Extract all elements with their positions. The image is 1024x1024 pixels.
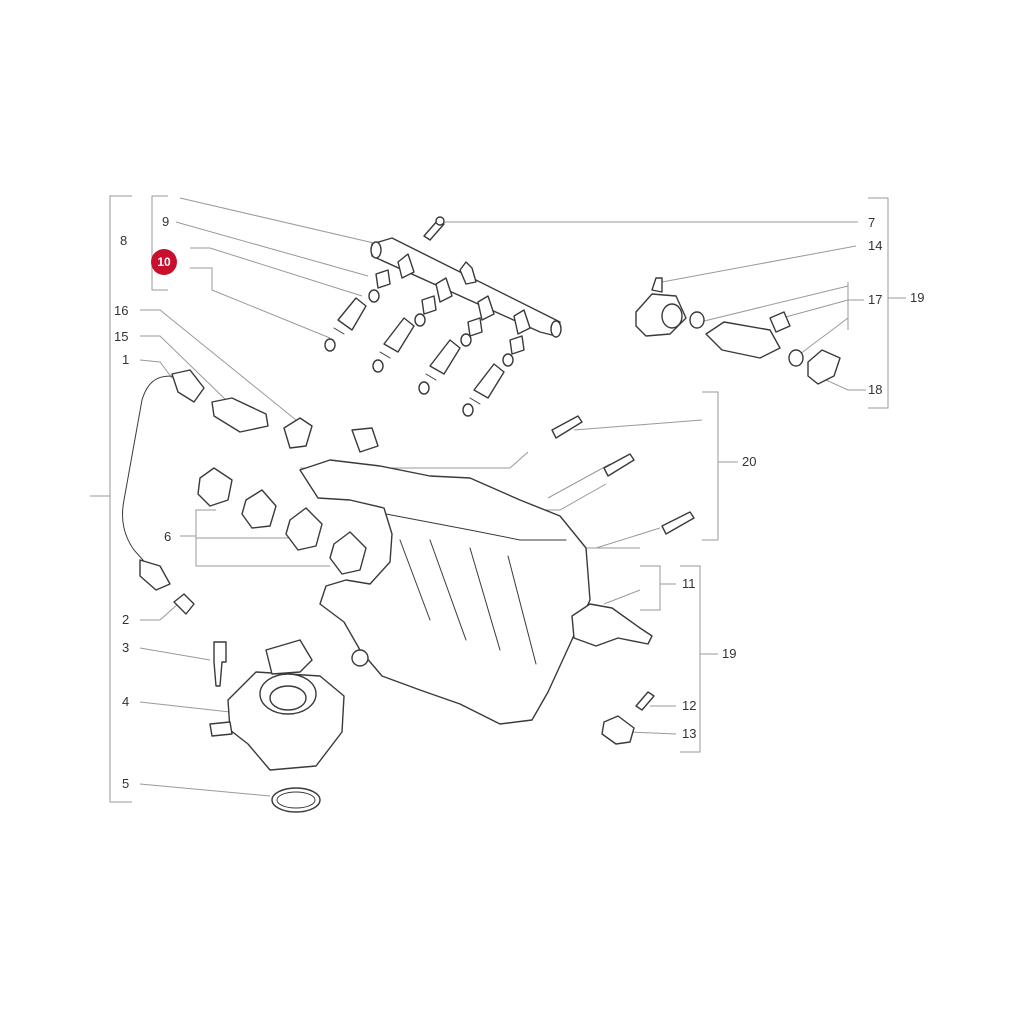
throttle-body-4 [209, 639, 345, 771]
sensor-harness [121, 369, 205, 615]
fuel-rail [370, 237, 562, 338]
callout-5: 5 [122, 776, 129, 791]
bolt-3 [213, 641, 227, 687]
bracket-19-top [868, 197, 889, 409]
callout-13: 13 [682, 726, 696, 741]
o-rings [324, 289, 804, 417]
clips-9 [375, 269, 525, 355]
part-11 [571, 603, 653, 647]
left-main-bracket [109, 195, 132, 803]
callout-7: 7 [868, 215, 875, 230]
seal-5 [271, 787, 321, 813]
callout-15: 15 [114, 329, 128, 344]
callout-20: 20 [742, 454, 756, 469]
callout-19-lower: 19 [722, 646, 736, 661]
brackets [90, 195, 906, 803]
callout-3: 3 [122, 640, 129, 655]
bracket-8 [151, 195, 168, 291]
bolts-20 [551, 415, 695, 535]
callout-1: 1 [122, 352, 129, 367]
callout-labels: 8 9 10 16 15 1 6 2 3 4 5 7 14 17 19 18 2… [114, 214, 924, 791]
callout-6: 6 [164, 529, 171, 544]
bracket-19-lower [680, 565, 701, 753]
callout-11: 11 [682, 576, 696, 591]
callout-14: 14 [868, 238, 882, 253]
callout-16: 16 [114, 303, 128, 318]
sensor-15 [211, 397, 269, 433]
callout-4: 4 [122, 694, 129, 709]
callout-18: 18 [868, 382, 882, 397]
injectors-10 [333, 297, 505, 405]
callout-10[interactable]: 10 [157, 255, 171, 269]
intake-manifold [299, 427, 591, 725]
leader-lines [139, 197, 866, 797]
callout-8: 8 [120, 233, 127, 248]
callout-12: 12 [682, 698, 696, 713]
part-12-13 [601, 691, 655, 745]
bolt-7 [423, 216, 445, 241]
bracket-16 [283, 417, 313, 449]
gaskets-6 [197, 467, 367, 575]
callout-9: 9 [162, 214, 169, 229]
callout-17: 17 [868, 292, 882, 307]
pressure-regulator-parts [635, 277, 841, 385]
callout-10-highlight[interactable] [151, 249, 177, 275]
callout-2: 2 [122, 612, 129, 627]
callout-19-top: 19 [910, 290, 924, 305]
